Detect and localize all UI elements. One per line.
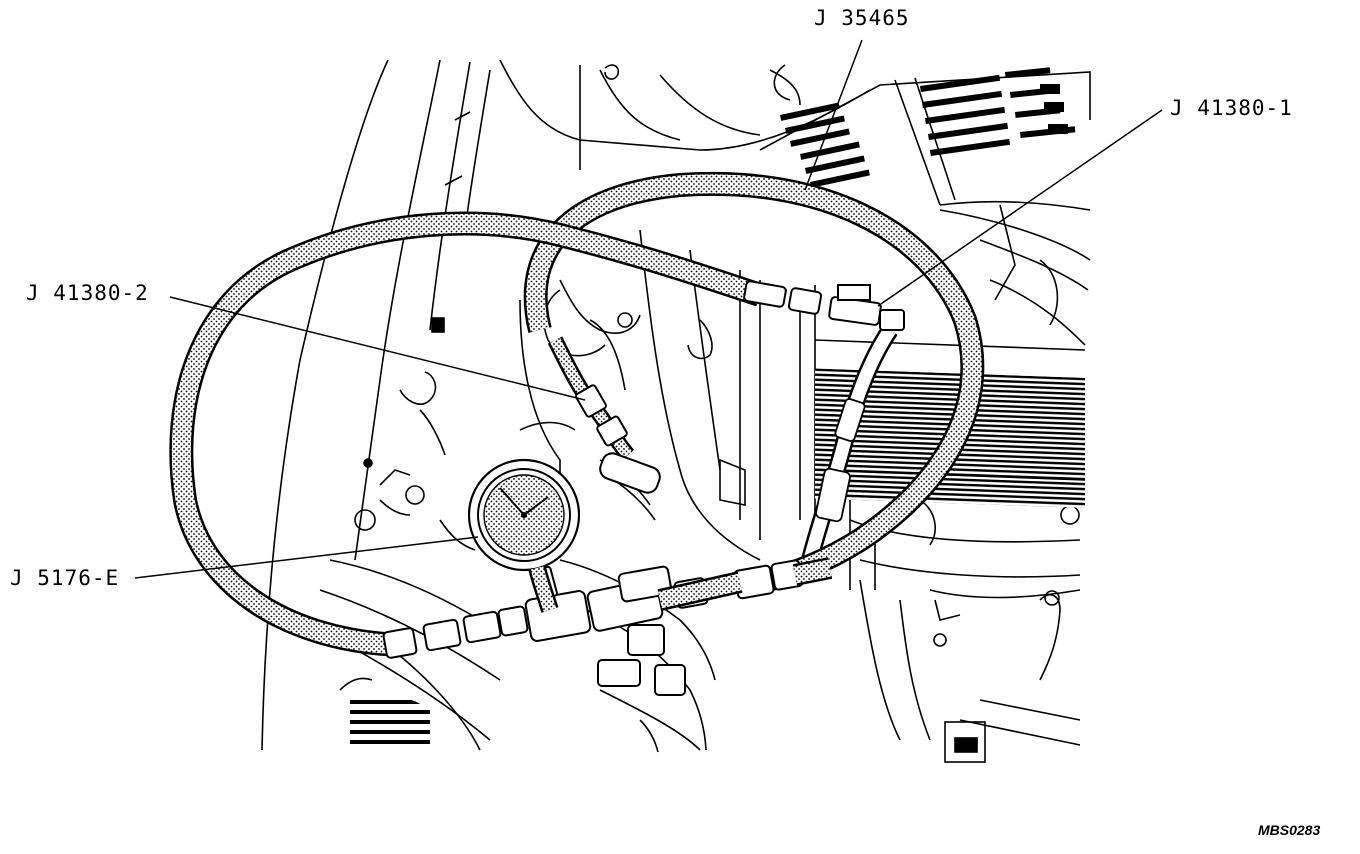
dotted-hoses (169, 171, 985, 657)
label-j-41380-1: J 41380-1 (1170, 96, 1293, 120)
leader-lines (134, 39, 1163, 579)
pressure-gauge (467, 458, 581, 572)
hose-fittings (382, 280, 905, 696)
label-j-41380-2: J 41380-2 (26, 281, 149, 305)
left-hose-outer (169, 211, 764, 657)
condenser-outline (814, 339, 1086, 481)
left-hose-inner (171, 214, 764, 655)
figure-code: MBS0283 (1258, 822, 1321, 838)
label-j-35465: J 35465 (814, 6, 910, 30)
gauge-stem (528, 565, 559, 613)
loop-hose-inner (526, 174, 982, 595)
label-j-5176-e: J 5176-E (10, 566, 120, 590)
cowl-vent-slots (780, 67, 1076, 188)
manifold-right-hose (657, 557, 833, 611)
ac-metal-line (801, 325, 898, 563)
